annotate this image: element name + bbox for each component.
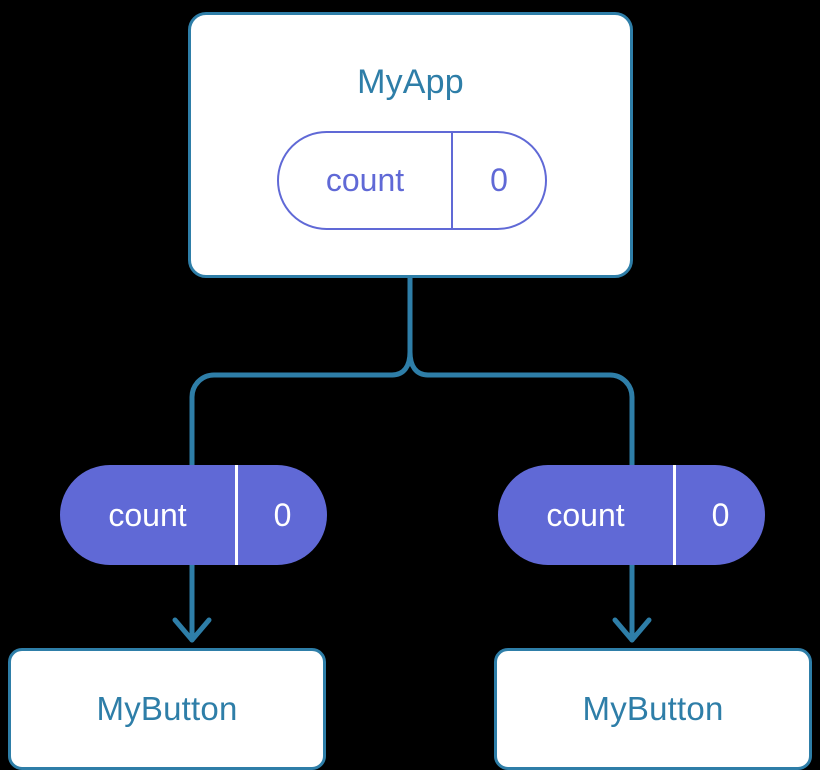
- node-myapp[interactable]: MyApp: [188, 12, 633, 278]
- state-pill-right-value: 0: [673, 465, 765, 565]
- arrow-head-right-icon: [612, 617, 652, 643]
- state-pill-right-key: count: [546, 496, 625, 533]
- connector-root-trunk: [389, 275, 413, 378]
- connector-branch-right: [425, 372, 635, 473]
- connector-branch-left: [189, 372, 395, 473]
- state-pill-root-value: 0: [451, 133, 545, 228]
- node-mybutton-right-title: MyButton: [582, 690, 724, 727]
- node-mybutton-left[interactable]: MyButton: [8, 648, 326, 770]
- node-mybutton-right[interactable]: MyButton: [494, 648, 812, 770]
- node-myapp-title: MyApp: [357, 63, 464, 101]
- connector-root-trunk-mirror: [407, 349, 431, 378]
- state-pill-root-key: count: [325, 162, 405, 198]
- state-pill-right[interactable]: count 0: [498, 465, 765, 565]
- state-pill-left-value: 0: [235, 465, 327, 565]
- state-pill-root[interactable]: count 0: [277, 131, 547, 230]
- node-mybutton-left-title: MyButton: [96, 690, 238, 727]
- arrow-head-left-icon: [172, 617, 212, 643]
- state-pill-left-key: count: [108, 496, 187, 533]
- state-pill-left[interactable]: count 0: [60, 465, 327, 565]
